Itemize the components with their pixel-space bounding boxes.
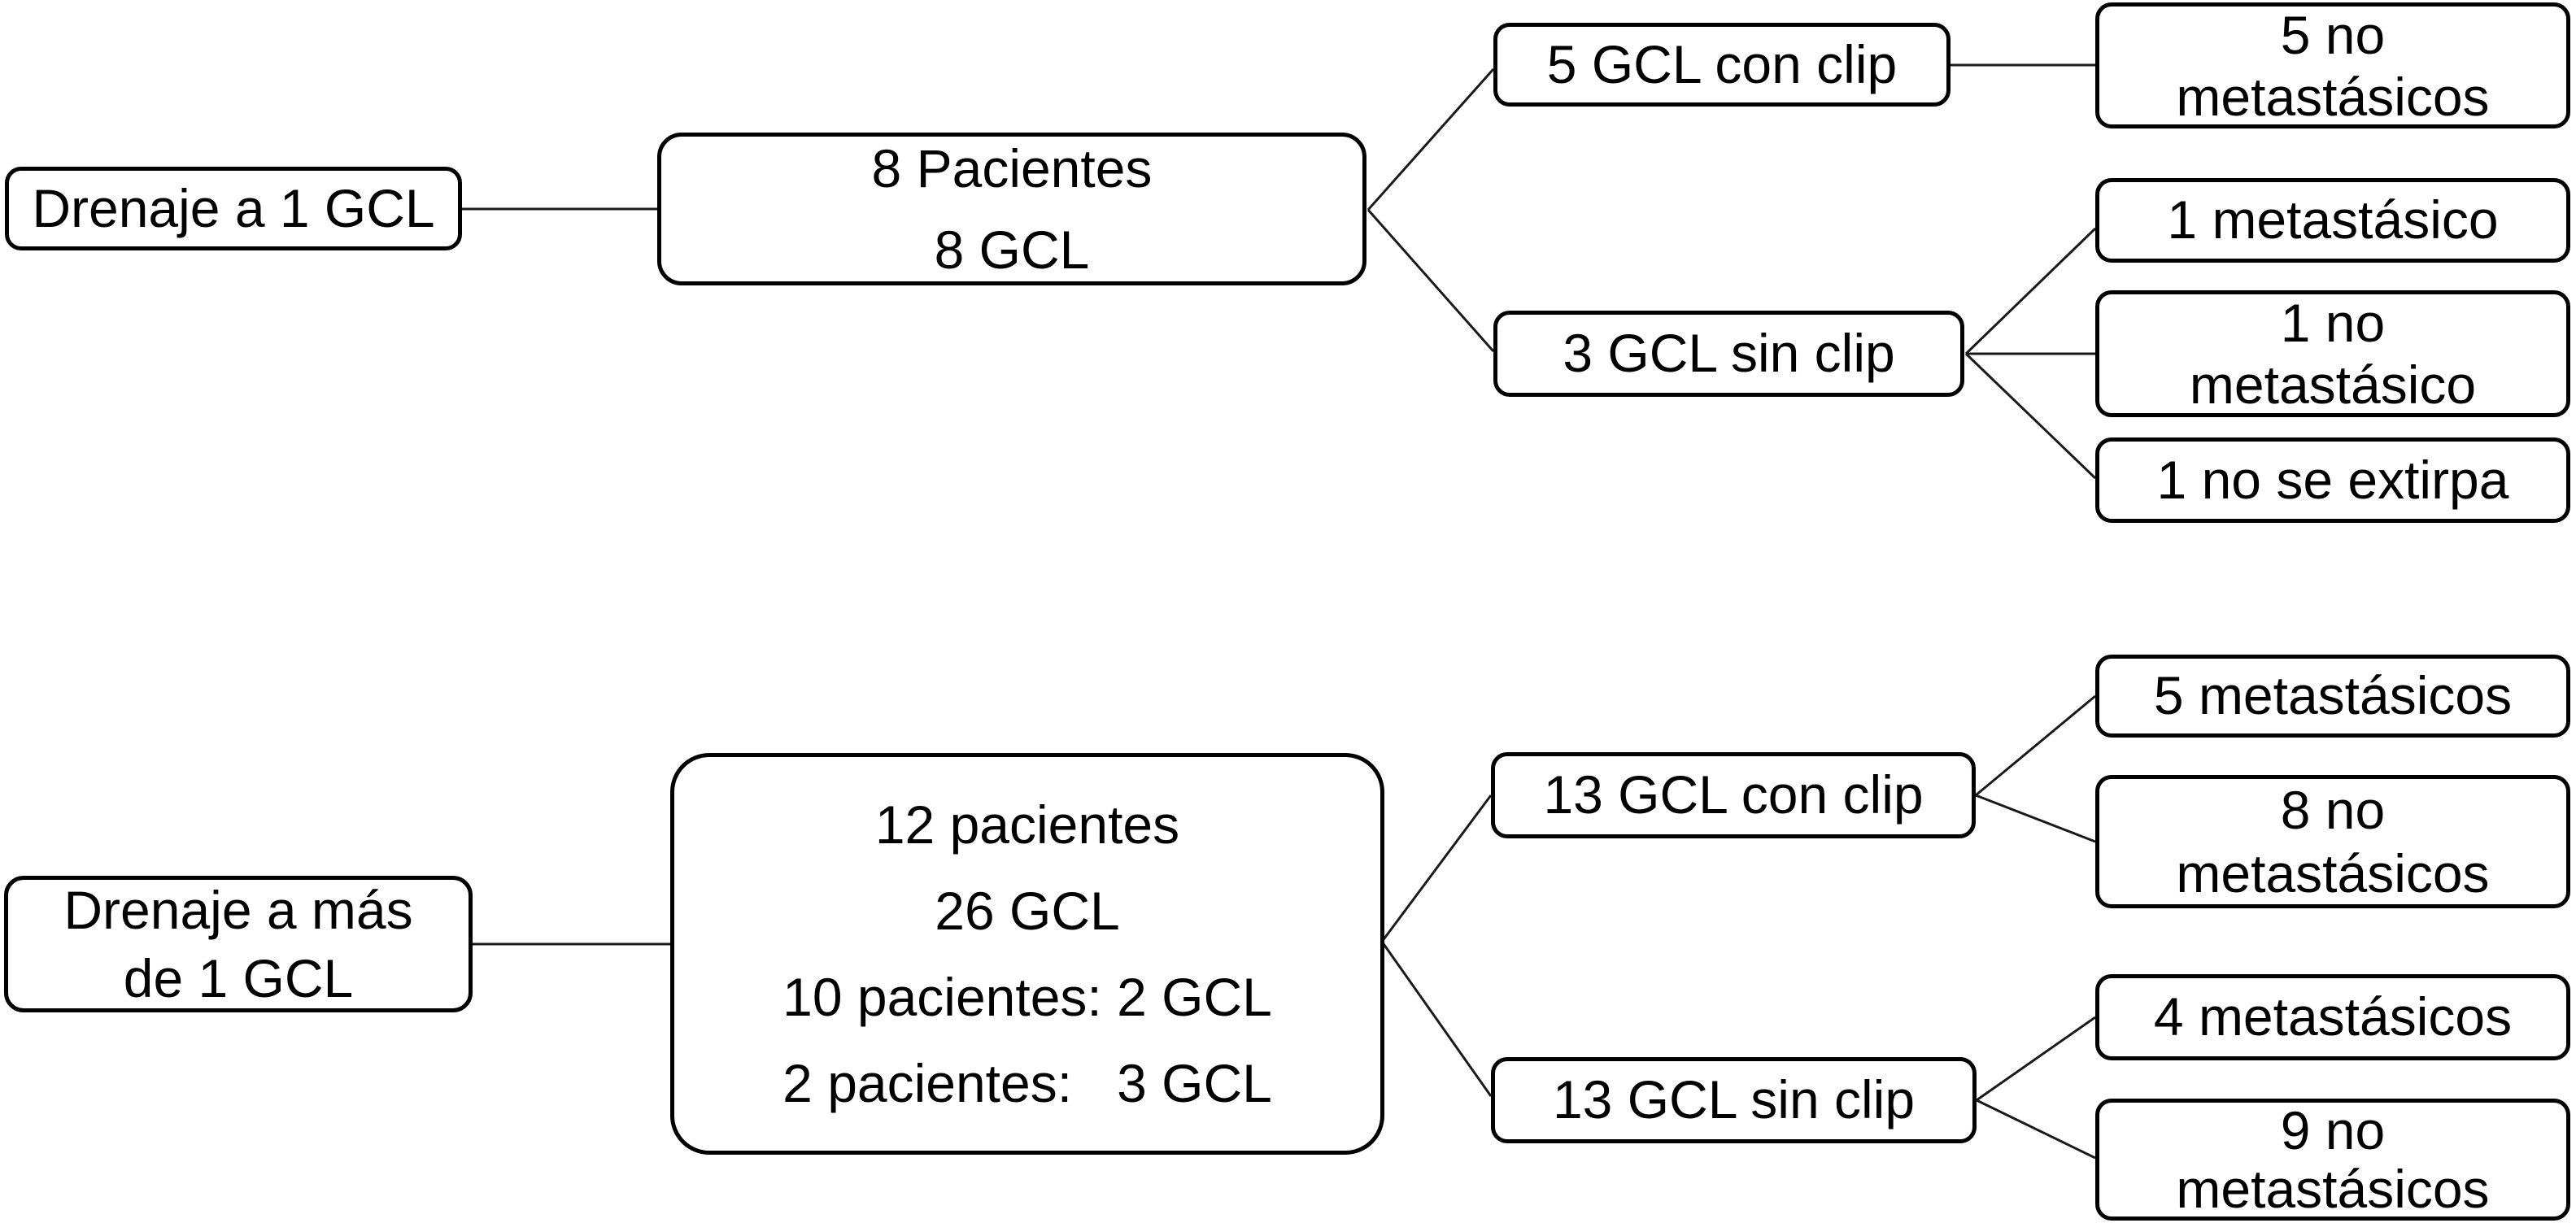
connector xyxy=(1976,1016,2096,1102)
node-1-no-metastasico: 1 no metastásico xyxy=(2095,290,2570,417)
node-13-gcl-sin-clip: 13 GCL sin clip xyxy=(1491,1057,1977,1143)
node-5-gcl-con-clip: 5 GCL con clip xyxy=(1493,23,1951,107)
node-1-metastasico: 1 metastásico xyxy=(2095,178,2570,263)
node-8-no-metastasicos: 8 no metastásicos xyxy=(2095,775,2570,908)
connector xyxy=(1976,1099,2096,1160)
connector xyxy=(1380,794,1493,942)
node-8-pacientes-8-gcl: 8 Pacientes 8 GCL xyxy=(657,133,1366,285)
connector xyxy=(1366,68,1495,211)
node-drenaje-1-gcl: Drenaje a 1 GCL xyxy=(5,167,462,250)
connector xyxy=(1366,209,1495,352)
connector xyxy=(1380,941,1493,1097)
node-12-pacientes-26-gcl: 12 pacientes 26 GCL 10 pacientes: 2 GCL … xyxy=(670,753,1384,1155)
connector xyxy=(1975,794,2096,843)
node-13-gcl-con-clip: 13 GCL con clip xyxy=(1491,752,1976,838)
node-3-gcl-sin-clip: 3 GCL sin clip xyxy=(1493,311,1964,397)
node-5-no-metastasicos: 5 no metastásicos xyxy=(2095,2,2570,128)
node-drenaje-mas-1-gcl: Drenaje a más de 1 GCL xyxy=(4,876,473,1012)
node-9-no-metastasicos: 9 no metastásicos xyxy=(2095,1099,2570,1221)
node-4-metastasicos: 4 metastásicos xyxy=(2095,974,2570,1060)
connector xyxy=(1975,694,2096,797)
node-5-metastasicos: 5 metastásicos xyxy=(2095,655,2570,738)
connector xyxy=(1964,352,2097,480)
node-1-no-se-extirpa: 1 no se extirpa xyxy=(2095,437,2570,523)
connector xyxy=(1964,227,2097,355)
